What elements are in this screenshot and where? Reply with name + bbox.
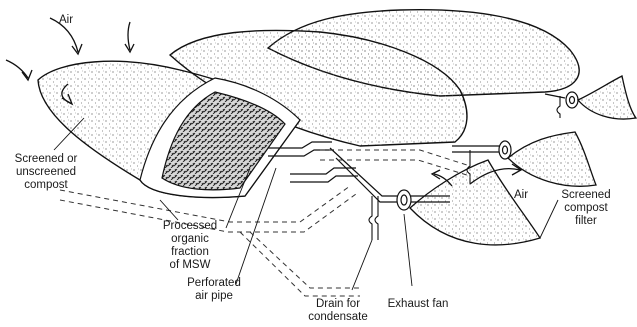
label-line: unscreened [6,166,86,179]
label-line: Exhaust fan [378,298,458,311]
label-line: Perforated [174,277,254,290]
label-line: Screened [548,189,624,202]
label-processed-organic-fraction: Processed organic fraction of MSW [150,220,230,272]
label-perforated-air-pipe: Perforated air pipe [174,277,254,303]
label-line: fraction [150,246,230,259]
label-line: compost [6,179,86,192]
label-line: compost [548,202,624,215]
label-exhaust-fan: Exhaust fan [378,298,458,311]
label-line: Drain for [298,298,378,311]
underground-trench [60,150,470,296]
label-line: organic [150,233,230,246]
label-air-top: Air [59,14,73,27]
label-screened-compost-filter: Screened compost filter [548,189,624,228]
label-line: condensate [298,311,378,324]
label-drain-for-condensate: Drain for condensate [298,298,378,324]
label-line: of MSW [150,259,230,272]
label-air-right: Air [514,189,528,202]
label-line: Processed [150,220,230,233]
label-screened-or-unscreened-compost: Screened or unscreened compost [6,153,86,192]
label-line: filter [548,215,624,228]
label-line: air pipe [174,290,254,303]
perforated-air-pipe [268,142,400,202]
label-line: Screened or [6,153,86,166]
